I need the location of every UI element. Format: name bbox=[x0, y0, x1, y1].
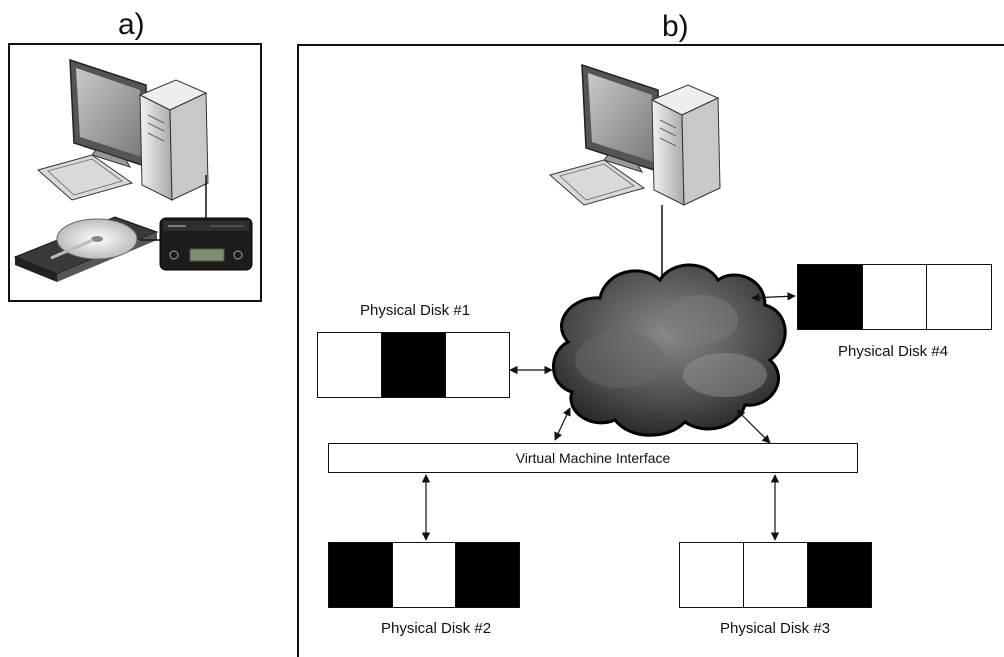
physical-disk-2 bbox=[328, 542, 520, 608]
network-cloud-icon bbox=[552, 263, 787, 437]
disk-3-segment-2 bbox=[743, 543, 807, 607]
disk-3-label: Physical Disk #3 bbox=[720, 620, 831, 637]
disk-2-segment-3 bbox=[455, 543, 520, 607]
cloud-disk4-connector bbox=[751, 292, 796, 302]
panel-a-frame bbox=[8, 43, 262, 302]
panel-b-frame-left bbox=[297, 44, 299, 657]
disk-1-label: Physical Disk #1 bbox=[360, 302, 471, 319]
desktop-computer-icon-b bbox=[548, 63, 721, 206]
disk-2-label: Physical Disk #2 bbox=[381, 620, 492, 637]
physical-disk-4 bbox=[797, 264, 992, 330]
physical-disk-3 bbox=[679, 542, 872, 608]
virtual-machine-interface: Virtual Machine Interface bbox=[328, 443, 858, 473]
disk-4-segment-3 bbox=[926, 265, 992, 329]
disk-2-segment-1 bbox=[329, 543, 392, 607]
disk-2-segment-2 bbox=[391, 543, 456, 607]
physical-disk-1 bbox=[317, 332, 510, 398]
desktop-computer-icon-a bbox=[36, 58, 209, 201]
forensic-write-blocker-icon bbox=[159, 217, 253, 271]
disk-1-segment-2 bbox=[381, 333, 445, 397]
panel-b-label: b) bbox=[662, 10, 689, 43]
cloud-vmi-left-connector bbox=[554, 407, 571, 441]
hard-drive-icon bbox=[13, 216, 159, 282]
cloud-vmi-right-connector bbox=[736, 409, 771, 444]
vmi-label: Virtual Machine Interface bbox=[515, 450, 671, 466]
panel-b-frame-top bbox=[297, 44, 1004, 46]
disk-3-segment-1 bbox=[680, 543, 743, 607]
disk-4-segment-1 bbox=[798, 265, 862, 329]
panel-a-label: a) bbox=[118, 8, 145, 41]
disk-1-segment-3 bbox=[445, 333, 509, 397]
disk-1-segment-1 bbox=[318, 333, 381, 397]
disk-4-label: Physical Disk #4 bbox=[838, 343, 949, 360]
disk-4-segment-2 bbox=[861, 265, 927, 329]
disk-3-segment-3 bbox=[807, 543, 871, 607]
